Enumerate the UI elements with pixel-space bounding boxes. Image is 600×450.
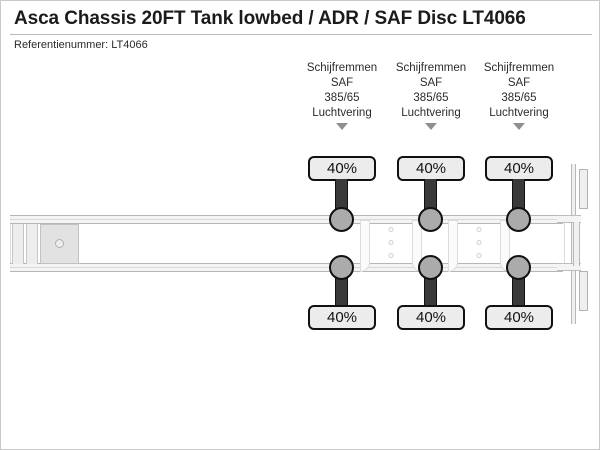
rear-upright xyxy=(573,222,580,266)
front-bolster-right xyxy=(26,224,38,264)
kingpin-hole-icon xyxy=(55,239,64,248)
axle-label-2-line-1: Schijfremmen xyxy=(395,62,467,74)
rear-marker-light-bottom xyxy=(579,271,588,311)
axle-label-1-line-4: Luchtvering xyxy=(312,107,372,119)
caret-down-icon xyxy=(513,123,525,130)
axle-label-3-line-2: SAF xyxy=(507,77,531,89)
suspension-hanger-1 xyxy=(360,220,422,272)
wheel-axle-2-bottom xyxy=(418,255,443,280)
title-divider xyxy=(10,34,592,35)
rear-marker-light-top xyxy=(579,169,588,209)
chassis-web xyxy=(10,220,565,268)
axle-label-3-line-1: Schijfremmen xyxy=(483,62,555,74)
hanger-2-left-plate xyxy=(448,220,458,272)
axle-label-3-line-3: 385/65 xyxy=(501,92,537,104)
axle-label-2-line-3: 385/65 xyxy=(413,92,449,104)
bolt-hole-icon xyxy=(388,240,394,245)
chassis-bottom-rail-line xyxy=(10,267,563,268)
axle-label-2-line-4: Luchtvering xyxy=(401,107,461,119)
bolt-hole-icon xyxy=(388,253,394,258)
bolt-hole-icon xyxy=(388,227,394,232)
axle-label-1-line-3: 385/65 xyxy=(324,92,360,104)
axle-label-3: Schijfremmen SAF 385/65 Luchtvering xyxy=(471,61,567,130)
caret-down-icon xyxy=(336,123,348,130)
axle-label-2-line-2: SAF xyxy=(419,77,443,89)
axle-label-1-line-2: SAF xyxy=(330,77,354,89)
wheel-axle-1-bottom xyxy=(329,255,354,280)
bolt-hole-icon xyxy=(476,253,482,258)
bolt-hole-icon xyxy=(476,240,482,245)
page-title: Asca Chassis 20FT Tank lowbed / ADR / SA… xyxy=(14,8,526,29)
hanger-2-bolt-holes xyxy=(476,227,482,266)
hanger-1-bolt-holes xyxy=(388,227,394,266)
reference-number-text: Referentienummer: LT4066 xyxy=(14,39,148,51)
tyre-badge-axle-2-bottom: 40% xyxy=(397,305,465,330)
axle-label-3-line-4: Luchtvering xyxy=(489,107,549,119)
bolt-hole-icon xyxy=(476,227,482,232)
front-bolster-left xyxy=(12,224,24,264)
wheel-axle-3-top xyxy=(506,207,531,232)
rear-crossbar-bottom xyxy=(557,263,581,271)
tyre-badge-axle-1-bottom: 40% xyxy=(308,305,376,330)
rear-crossbar-top xyxy=(557,215,581,223)
tyre-badge-axle-3-top: 40% xyxy=(485,156,553,181)
kingpin-plate xyxy=(40,224,79,264)
tyre-badge-axle-1-top: 40% xyxy=(308,156,376,181)
axle-label-1: Schijfremmen SAF 385/65 Luchtvering xyxy=(294,61,390,130)
axle-label-1-line-1: Schijfremmen xyxy=(306,62,378,74)
wheel-axle-3-bottom xyxy=(506,255,531,280)
wheel-axle-1-top xyxy=(329,207,354,232)
tyre-badge-axle-3-bottom: 40% xyxy=(485,305,553,330)
suspension-hanger-2 xyxy=(448,220,510,272)
chassis-top-rail-line xyxy=(10,219,563,220)
hanger-1-left-plate xyxy=(360,220,370,272)
caret-down-icon xyxy=(425,123,437,130)
axle-label-2: Schijfremmen SAF 385/65 Luchtvering xyxy=(383,61,479,130)
wheel-axle-2-top xyxy=(418,207,443,232)
tyre-badge-axle-2-top: 40% xyxy=(397,156,465,181)
